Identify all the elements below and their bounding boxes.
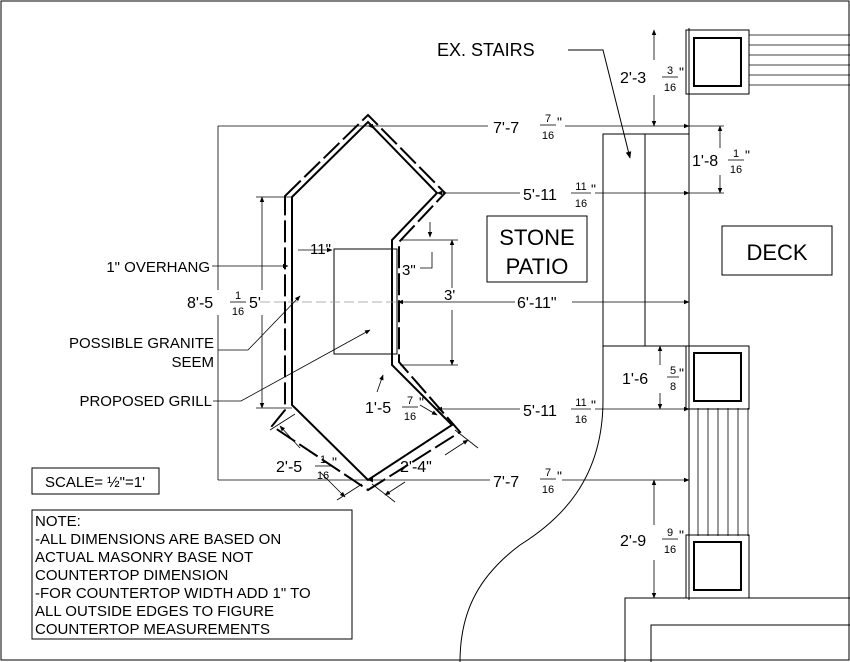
existing-stairs bbox=[602, 28, 850, 600]
proposed-grill bbox=[333, 248, 398, 355]
svg-text:5: 5 bbox=[670, 365, 676, 377]
dim-inner-corner: 1'-5 7 16 " bbox=[365, 394, 424, 423]
svg-text:8: 8 bbox=[670, 381, 676, 393]
svg-text:16: 16 bbox=[232, 306, 244, 318]
svg-text:1: 1 bbox=[320, 454, 326, 466]
svg-text:7: 7 bbox=[545, 113, 551, 125]
svg-text:7: 7 bbox=[407, 395, 413, 407]
svg-text:": " bbox=[591, 181, 596, 197]
svg-text:": " bbox=[557, 468, 562, 484]
deck-label: DECK bbox=[746, 240, 807, 265]
note-box bbox=[31, 509, 353, 640]
dim-notch-3: 3" bbox=[402, 262, 416, 279]
svg-text:2'-3: 2'-3 bbox=[620, 70, 646, 87]
dim-bottom-left: 2'-5 1 16 " bbox=[276, 454, 337, 482]
note-line-1: -ALL DIMENSIONS ARE BASED ON bbox=[35, 531, 281, 548]
deck-post-bottom bbox=[685, 534, 750, 599]
stone-label: STONE bbox=[499, 225, 574, 250]
svg-text:16: 16 bbox=[664, 82, 676, 94]
svg-text:": " bbox=[419, 394, 424, 410]
svg-text:5'-11: 5'-11 bbox=[523, 187, 557, 204]
svg-text:1'-6: 1'-6 bbox=[622, 371, 648, 388]
dimension-lines bbox=[217, 29, 724, 599]
svg-text:16: 16 bbox=[317, 470, 329, 482]
dim-bottom-right: 2'-4" bbox=[400, 459, 432, 476]
svg-text:16: 16 bbox=[575, 198, 587, 210]
svg-text:9: 9 bbox=[667, 527, 673, 539]
dim-post-gap: 1'-6 5 8 " bbox=[622, 365, 684, 393]
svg-text:7: 7 bbox=[545, 467, 551, 479]
svg-text:7'-7: 7'-7 bbox=[493, 120, 519, 137]
svg-text:": " bbox=[332, 454, 337, 470]
svg-text:16: 16 bbox=[664, 544, 676, 556]
svg-text:2'-5: 2'-5 bbox=[276, 459, 302, 476]
note-line-3: COUNTERTOP DIMENSION bbox=[35, 567, 228, 584]
granite-seem-label-line1: POSSIBLE GRANITE bbox=[69, 335, 214, 352]
dim-bottom-width: 7'-7 7 16 " bbox=[493, 467, 562, 496]
patio-label: PATIO bbox=[506, 254, 569, 279]
svg-text:7'-7: 7'-7 bbox=[493, 474, 519, 491]
house-foundation bbox=[624, 597, 850, 662]
svg-text:16: 16 bbox=[575, 414, 587, 426]
ex-stairs-label: EX. STAIRS bbox=[437, 40, 535, 60]
deck-label-box bbox=[721, 225, 833, 276]
deck-post-middle bbox=[685, 345, 750, 410]
dim-overall-height: 8'-5 1 16 bbox=[187, 290, 246, 318]
svg-text:": " bbox=[679, 527, 684, 543]
stone-patio-label-box bbox=[486, 215, 588, 283]
overhang-label: 1" OVERHANG bbox=[106, 259, 210, 276]
dim-grill-3ft: 3' bbox=[444, 287, 455, 304]
dim-stair-bottom: 2'-9 9 16 " bbox=[620, 527, 684, 556]
granite-seem-label-line2: SEEM bbox=[171, 354, 214, 371]
svg-text:": " bbox=[679, 365, 684, 381]
svg-text:2'-9: 2'-9 bbox=[620, 533, 646, 550]
svg-text:11: 11 bbox=[575, 397, 586, 409]
ex-stairs-leader bbox=[568, 49, 632, 159]
svg-text:5'-11: 5'-11 bbox=[523, 403, 557, 420]
note-line-6: COUNTERTOP MEASUREMENTS bbox=[35, 621, 270, 638]
svg-text:1: 1 bbox=[235, 290, 241, 302]
dim-inner-height: 5' bbox=[249, 295, 261, 312]
svg-text:": " bbox=[557, 114, 562, 130]
deck-post-top bbox=[685, 29, 750, 95]
svg-text:16: 16 bbox=[542, 484, 554, 496]
svg-text:1: 1 bbox=[733, 148, 739, 160]
svg-text:8'-5: 8'-5 bbox=[187, 295, 213, 312]
dim-notch-11: 11" bbox=[310, 241, 331, 258]
note-line-2: ACTUAL MASONRY BASE NOT bbox=[35, 549, 253, 566]
note-line-0: NOTE: bbox=[35, 513, 81, 530]
note-line-4: -FOR COUNTERTOP WIDTH ADD 1" TO bbox=[35, 585, 311, 602]
dim-upper-arm: 5'-11 11 16 " bbox=[523, 181, 596, 210]
dim-right-offset: 1'-8 1 16 " bbox=[692, 147, 750, 176]
dim-top-width: 7'-7 7 16 " bbox=[493, 113, 562, 142]
svg-text:": " bbox=[745, 147, 750, 163]
grill-counter bbox=[270, 113, 462, 492]
scale-box bbox=[31, 467, 160, 495]
label-leaders bbox=[212, 263, 371, 402]
svg-text:16: 16 bbox=[404, 411, 416, 423]
svg-text:3: 3 bbox=[667, 65, 673, 77]
proposed-grill-label: PROPOSED GRILL bbox=[79, 393, 212, 410]
svg-text:": " bbox=[679, 64, 684, 80]
svg-text:1'-5: 1'-5 bbox=[365, 400, 391, 417]
patio-curve-edge bbox=[459, 346, 604, 662]
svg-text:16: 16 bbox=[542, 130, 554, 142]
dim-lower-arm: 5'-11 11 16 " bbox=[523, 397, 596, 426]
scale-label: SCALE= ½"=1' bbox=[45, 474, 145, 491]
dim-stair-top: 2'-3 3 16 " bbox=[620, 64, 684, 94]
svg-text:": " bbox=[591, 397, 596, 413]
svg-text:16: 16 bbox=[730, 164, 742, 176]
note-line-5: ALL OUTSIDE EDGES TO FIGURE bbox=[35, 603, 274, 620]
svg-text:1'-8: 1'-8 bbox=[692, 153, 718, 170]
dim-center-span: 6'-11" bbox=[517, 295, 557, 312]
svg-text:11: 11 bbox=[575, 181, 586, 193]
